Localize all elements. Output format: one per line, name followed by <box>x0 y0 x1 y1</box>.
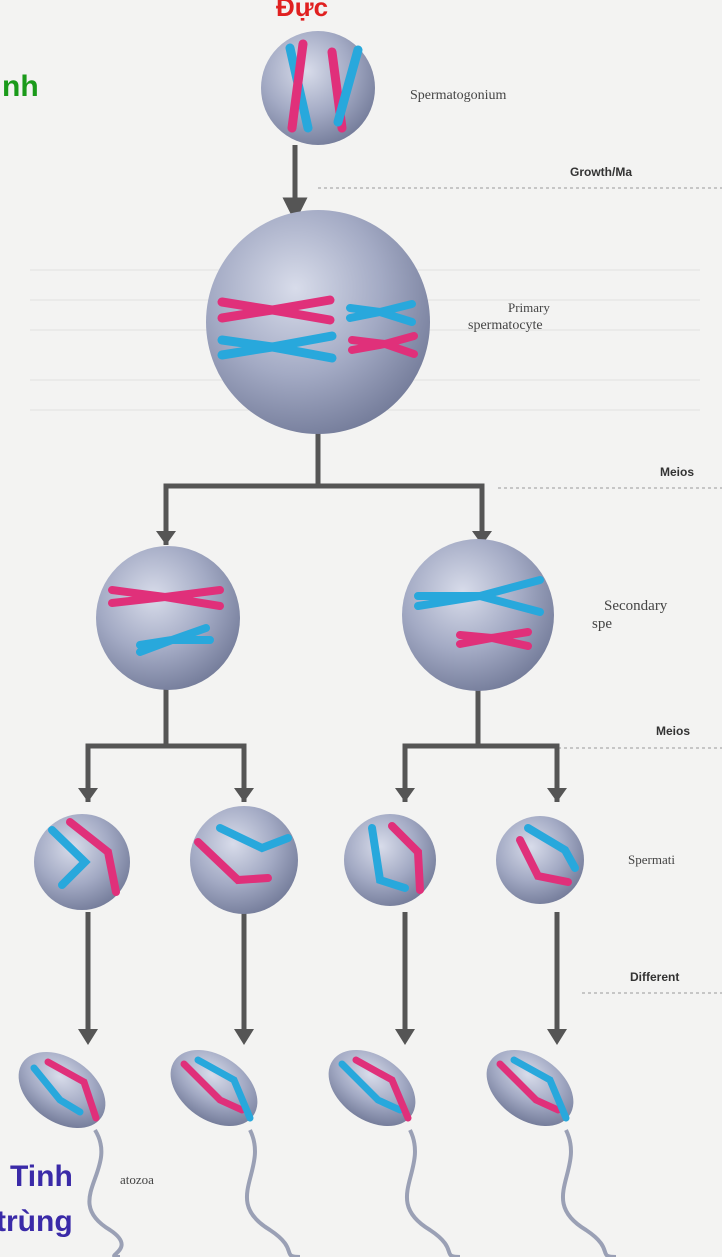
bottom-label-line1: Tinh <box>10 1160 73 1194</box>
spermatid-1 <box>34 814 130 910</box>
spermatid-3 <box>344 814 436 906</box>
label-primary-1: Primary <box>508 300 550 316</box>
label-secondary-1: Secondary <box>604 598 667 615</box>
label-spermatogonium: Spermatogonium <box>410 88 506 104</box>
primary-spermatocyte-cell <box>206 210 430 434</box>
spermatid-2 <box>190 806 298 914</box>
label-primary-2: spermatocyte <box>468 318 543 334</box>
phase-growth: Growth/Ma <box>570 165 632 179</box>
spermatozoon-4 <box>472 1034 616 1257</box>
phase-meiosis1: Meios <box>660 465 694 479</box>
spermatid-4 <box>496 816 584 904</box>
spermatogonium-cell <box>261 31 375 145</box>
secondary-spermatocyte-left <box>96 546 240 690</box>
label-spermatozoa: atozoa <box>120 1172 154 1188</box>
label-secondary-2: spe <box>592 616 612 633</box>
label-spermatid: Spermati <box>628 852 675 868</box>
bottom-label-line2: trùng <box>0 1205 73 1239</box>
heading-duc: Đực <box>276 0 328 23</box>
phase-differentiation: Different <box>630 970 679 984</box>
secondary-spermatocyte-right <box>402 539 554 691</box>
spermatozoon-2 <box>156 1034 300 1257</box>
spermatozoon-3 <box>314 1034 460 1257</box>
phase-meiosis2: Meios <box>656 724 690 738</box>
left-partial-label: nh <box>2 70 39 104</box>
